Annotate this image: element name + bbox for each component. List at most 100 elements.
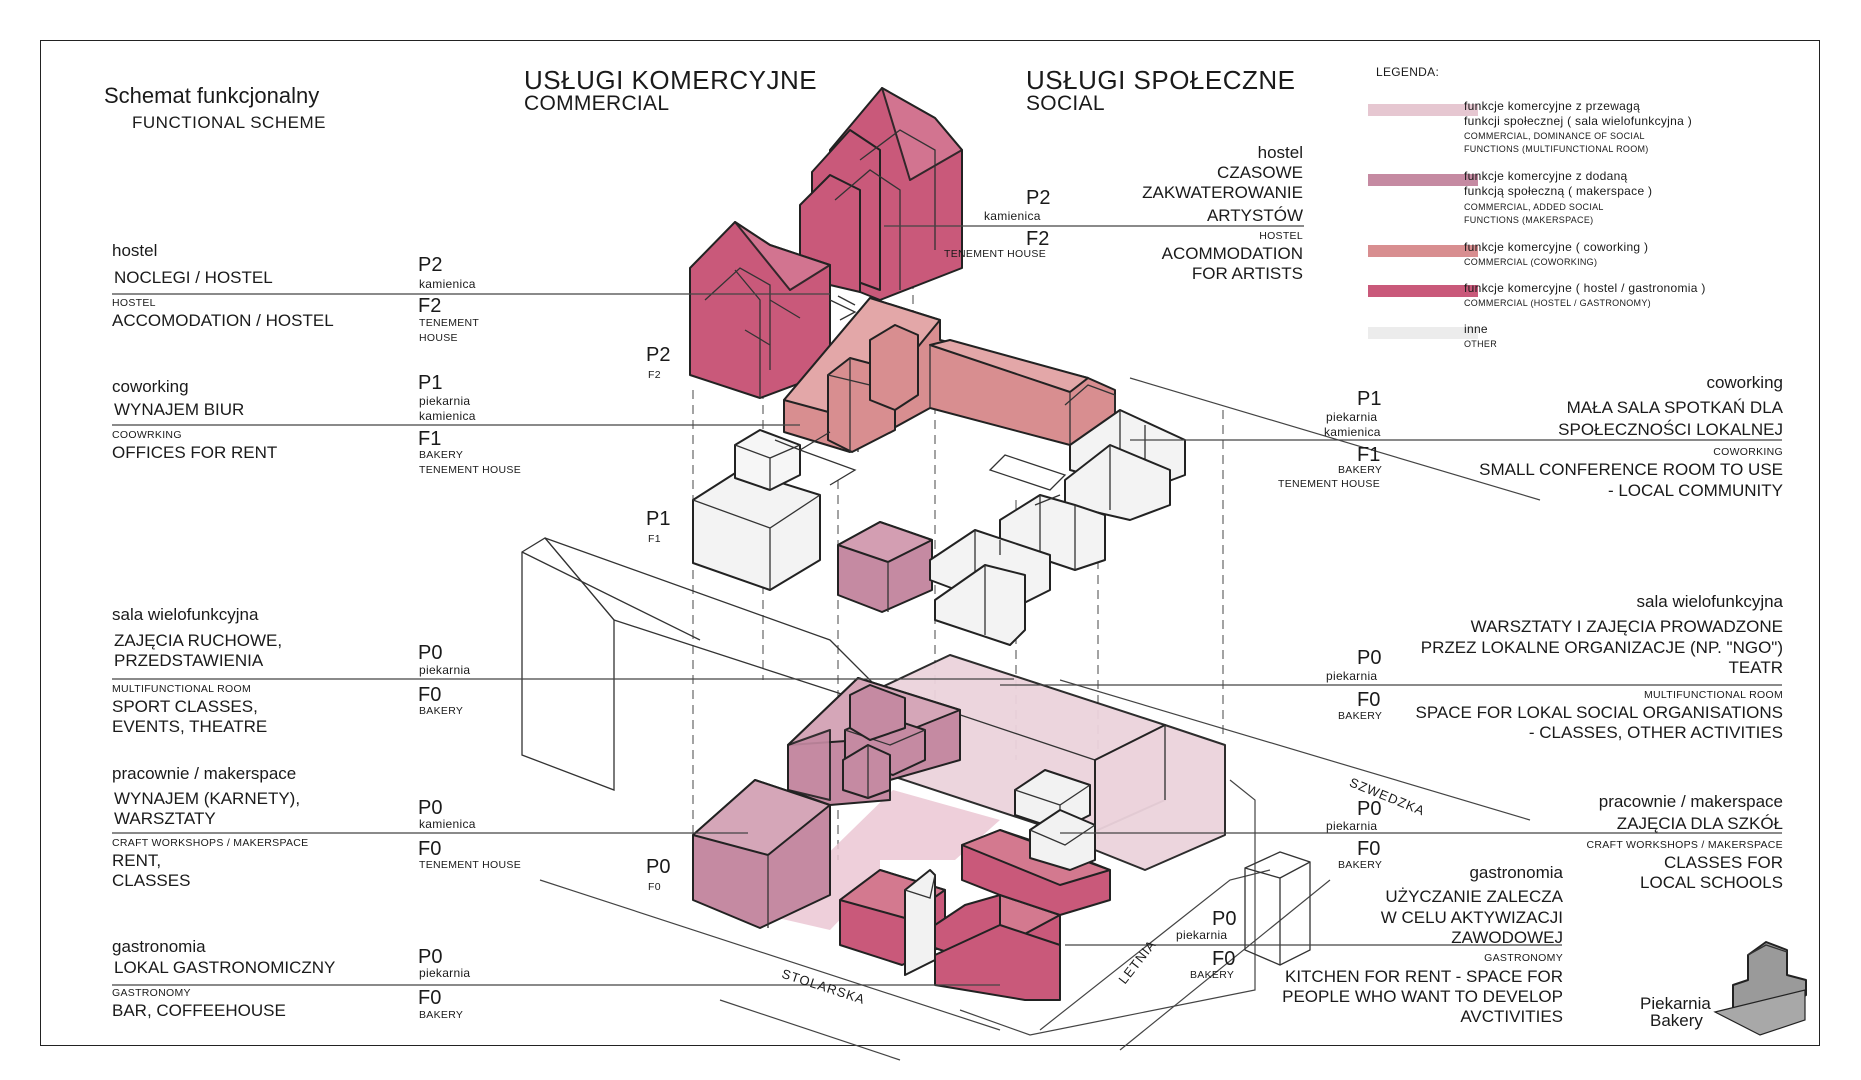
function-en: - LOCAL COMMUNITY	[1607, 481, 1783, 500]
legend-label: funkcje komercyjne z przewagą	[1464, 99, 1641, 113]
legend-label-en: COMMERCIAL, ADDED SOCIAL	[1464, 202, 1604, 212]
center-level-p1: P1	[646, 508, 671, 530]
legend-label: funkcji społecznej ( sala wielofunkcyjna…	[1464, 114, 1693, 128]
level-p: P0	[1357, 647, 1382, 669]
level-pl: piekarnia	[419, 394, 471, 408]
center-level-f0: F0	[648, 881, 661, 893]
level-f: F0	[418, 838, 442, 860]
center-level-f1: F1	[648, 533, 661, 545]
function-en-small: COWORKING	[1713, 446, 1783, 458]
function-en-small: MULTIFUNCTIONAL ROOM	[1644, 689, 1783, 701]
function-pl: TEATR	[1728, 658, 1783, 677]
level-f: F0	[1357, 689, 1381, 711]
level-pl: piekarnia	[1326, 410, 1378, 424]
function-pl: WARSZTATY I ZAJĘCIA PROWADZONE	[1470, 617, 1783, 636]
level-pl: piekarnia	[1176, 928, 1228, 942]
function-title: hostel	[112, 241, 158, 260]
function-en: RENT,	[112, 851, 162, 870]
function-title: coworking	[1706, 373, 1783, 392]
legend-label: funkcje komercyjne z dodaną	[1464, 169, 1628, 183]
function-title: hostel	[1257, 143, 1303, 162]
level-en: BAKERY	[1190, 969, 1235, 981]
function-title: pracownie / makerspace	[112, 764, 297, 783]
level-p: P0	[418, 946, 443, 968]
function-title: coworking	[112, 377, 189, 396]
level-f: F0	[1357, 838, 1381, 860]
function-en-small: CRAFT WORKSHOPS / MAKERSPACE	[112, 837, 309, 849]
center-level-p2: P2	[646, 344, 671, 366]
level-pl: kamienica	[984, 209, 1041, 223]
level-p: P1	[418, 372, 443, 394]
level-p: P2	[418, 254, 443, 276]
legend-label-en: COMMERCIAL, DOMINANCE OF SOCIAL	[1464, 131, 1645, 141]
legend-label: inne	[1464, 322, 1488, 336]
function-pl: SPOŁECZNOŚCI LOKALNEJ	[1558, 420, 1783, 439]
legend-title: LEGENDA:	[1376, 65, 1440, 79]
level-en: BAKERY	[419, 1009, 464, 1021]
function-en: SPACE FOR LOKAL SOCIAL ORGANISATIONS	[1415, 703, 1783, 722]
function-title: gastronomia	[1469, 863, 1563, 882]
level-pl: kamienica	[419, 277, 476, 291]
function-pl: PRZEZ LOKALNE ORGANIZACJE (NP. "NGO")	[1420, 638, 1783, 657]
level-1-buildings	[692, 297, 1186, 646]
level-f: F0	[418, 987, 442, 1009]
level-f: F0	[1212, 948, 1236, 970]
function-en: CLASSES FOR	[1663, 853, 1783, 872]
level-en: BAKERY	[1338, 710, 1383, 722]
function-en: CLASSES	[112, 871, 191, 890]
level-en: BAKERY	[1338, 464, 1383, 476]
legend-label: funkcje komercyjne ( coworking )	[1464, 240, 1649, 254]
level-0-buildings	[692, 654, 1226, 1001]
function-pl: WYNAJEM BIUR	[114, 400, 245, 419]
street-outlines	[539, 679, 1531, 1061]
level-en: TENEMENT	[419, 317, 480, 329]
function-pl: W CELU AKTYWIZACJI	[1380, 908, 1563, 927]
neighbour-building-left	[521, 537, 891, 791]
function-title: gastronomia	[112, 937, 206, 956]
function-en: FOR ARTISTS	[1191, 264, 1303, 283]
function-en: PEOPLE WHO WANT TO DEVELOP	[1282, 987, 1563, 1006]
function-en: - CLASSES, OTHER ACTIVITIES	[1528, 723, 1783, 742]
level-en: TENEMENT HOUSE	[944, 248, 1047, 260]
level-p: P0	[418, 642, 443, 664]
level-pl: kamienica	[419, 817, 476, 831]
function-en: KITCHEN FOR RENT - SPACE FOR	[1284, 967, 1563, 986]
level-p: P1	[1357, 388, 1382, 410]
level-en: HOUSE	[419, 332, 458, 344]
function-pl: ZAJĘCIA RUCHOWE,	[114, 631, 283, 650]
level-en: TENEMENT HOUSE	[419, 464, 522, 476]
level-f: F1	[418, 428, 442, 450]
legend-swatch	[1368, 327, 1478, 339]
key-building-label-en: Bakery	[1650, 1011, 1703, 1030]
function-en: AVCTIVITIES	[1460, 1007, 1563, 1026]
level-p: P0	[1212, 908, 1237, 930]
function-en-small: GASTRONOMY	[1484, 952, 1563, 964]
function-pl: ZAJĘCIA DLA SZKÓŁ	[1616, 814, 1783, 833]
function-pl: MAŁA SALA SPOTKAŃ DLA	[1566, 398, 1783, 417]
level-2-buildings	[689, 87, 963, 399]
function-title: pracownie / makerspace	[1598, 792, 1783, 811]
function-en: OFFICES FOR RENT	[112, 443, 278, 462]
legend-label-en: FUNCTIONS (MAKERSPACE)	[1464, 215, 1594, 225]
key-building-label-pl: Piekarnia	[1640, 994, 1711, 1013]
function-en: ACOMMODATION	[1161, 244, 1303, 263]
function-en-small: GASTRONOMY	[112, 987, 191, 999]
function-en: LOCAL SCHOOLS	[1640, 873, 1783, 892]
title-pl: Schemat funkcjonalny	[104, 83, 320, 108]
function-en: BAR, COFFEEHOUSE	[112, 1001, 286, 1020]
level-en: BAKERY	[419, 449, 464, 461]
level-en: TENEMENT HOUSE	[1278, 478, 1381, 490]
level-pl: kamienica	[419, 409, 476, 423]
function-en-small: MULTIFUNCTIONAL ROOM	[112, 683, 251, 695]
level-f: F2	[1026, 228, 1050, 250]
function-title: sala wielofunkcyjna	[112, 605, 259, 624]
level-pl: piekarnia	[1326, 819, 1378, 833]
legend-label-en: FUNCTIONS (MULTIFUNCTIONAL ROOM)	[1464, 144, 1649, 154]
header-social-en: SOCIAL	[1026, 92, 1105, 115]
function-en: ACCOMODATION / HOSTEL	[112, 311, 334, 330]
legend-swatch	[1368, 285, 1478, 297]
function-en-small: COOWRKING	[112, 429, 182, 441]
header-commercial: USŁUGI KOMERCYJNE	[524, 65, 818, 95]
level-en: TENEMENT HOUSE	[419, 859, 522, 871]
